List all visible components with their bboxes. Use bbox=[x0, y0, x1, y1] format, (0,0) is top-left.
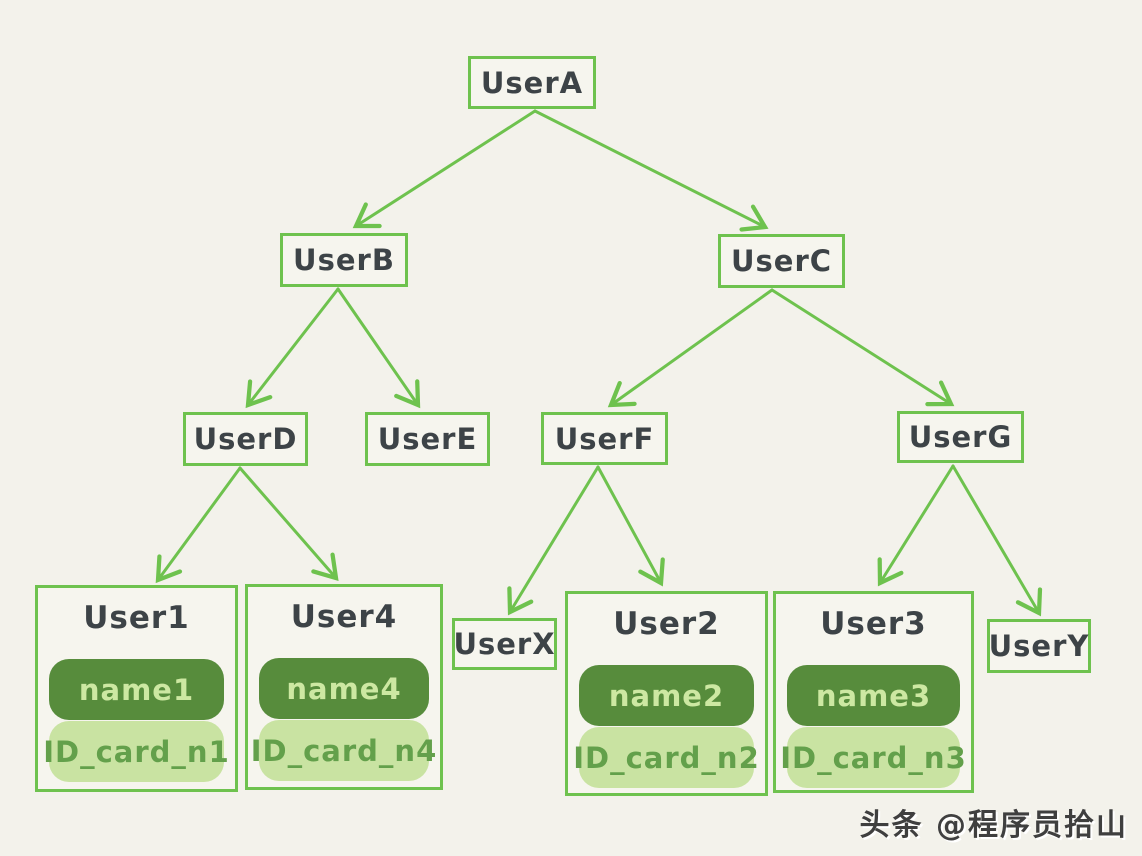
node-usery-label: UserY bbox=[988, 629, 1090, 663]
card-user4-title: User4 bbox=[290, 599, 398, 635]
card-user3-name: name3 bbox=[815, 678, 932, 713]
card-user2-idcard-chip: ID_card_n2 bbox=[573, 727, 759, 788]
edge-userd-user1 bbox=[155, 466, 242, 584]
card-user3-title: User3 bbox=[820, 606, 927, 642]
card-user4-name: name4 bbox=[286, 671, 402, 706]
card-user1-idcard-chip: ID_card_n1 bbox=[43, 721, 229, 782]
node-userf: UserF bbox=[541, 412, 668, 465]
node-userx: UserX bbox=[452, 618, 557, 670]
edge-userc-userf bbox=[607, 288, 774, 408]
node-usere-label: UserE bbox=[377, 422, 478, 456]
card-user3-idcard: ID_card_n3 bbox=[780, 740, 967, 775]
edge-userf-user2 bbox=[596, 465, 665, 587]
edge-userf-userx bbox=[507, 465, 600, 616]
node-usery: UserY bbox=[987, 619, 1091, 673]
card-user2: User2 name2 ID_card_n2 bbox=[565, 591, 768, 796]
card-user1: User1 name1 ID_card_n1 bbox=[35, 585, 238, 792]
node-userx-label: UserX bbox=[453, 627, 556, 661]
node-usera: UserA bbox=[468, 56, 596, 109]
edge-userd-user4 bbox=[238, 466, 339, 581]
card-user2-name: name2 bbox=[608, 678, 725, 713]
node-userb: UserB bbox=[280, 233, 408, 287]
node-userb-label: UserB bbox=[293, 243, 395, 277]
card-user1-name-chip: name1 bbox=[49, 659, 224, 720]
node-userd-label: UserD bbox=[193, 422, 298, 456]
card-user2-title: User2 bbox=[613, 606, 720, 642]
node-userf-label: UserF bbox=[554, 421, 655, 456]
watermark: 头条 @程序员拾山 bbox=[859, 808, 1128, 843]
card-user1-title: User1 bbox=[83, 600, 190, 636]
edge-userc-userg bbox=[770, 288, 955, 407]
node-userg: UserG bbox=[897, 411, 1024, 463]
edge-usera-userc bbox=[533, 109, 769, 232]
node-userc-label: UserC bbox=[730, 244, 833, 278]
card-user3-name-chip: name3 bbox=[787, 665, 960, 726]
node-userd: UserD bbox=[183, 412, 308, 466]
card-user2-idcard: ID_card_n2 bbox=[573, 740, 760, 775]
card-user4: User4 name4 ID_card_n4 bbox=[245, 584, 443, 790]
edge-userb-userd bbox=[245, 287, 340, 409]
card-user4-name-chip: name4 bbox=[259, 658, 429, 719]
edge-userb-usere bbox=[336, 287, 421, 409]
card-user2-name-chip: name2 bbox=[579, 665, 754, 726]
card-user3: User3 name3 ID_card_n3 bbox=[773, 591, 974, 793]
card-user1-name: name1 bbox=[78, 672, 195, 707]
card-user3-idcard-chip: ID_card_n3 bbox=[780, 727, 966, 788]
edge-userg-user3 bbox=[877, 464, 955, 587]
node-userc: UserC bbox=[718, 234, 845, 288]
card-user1-idcard: ID_card_n1 bbox=[43, 734, 230, 769]
node-usere: UserE bbox=[365, 412, 490, 466]
node-usera-label: UserA bbox=[480, 65, 584, 100]
card-user4-idcard-chip: ID_card_n4 bbox=[251, 720, 436, 781]
edge-usera-userb bbox=[352, 109, 537, 229]
card-user4-idcard: ID_card_n4 bbox=[250, 733, 438, 768]
node-userg-label: UserG bbox=[908, 420, 1013, 454]
edge-userg-usery bbox=[951, 464, 1043, 617]
